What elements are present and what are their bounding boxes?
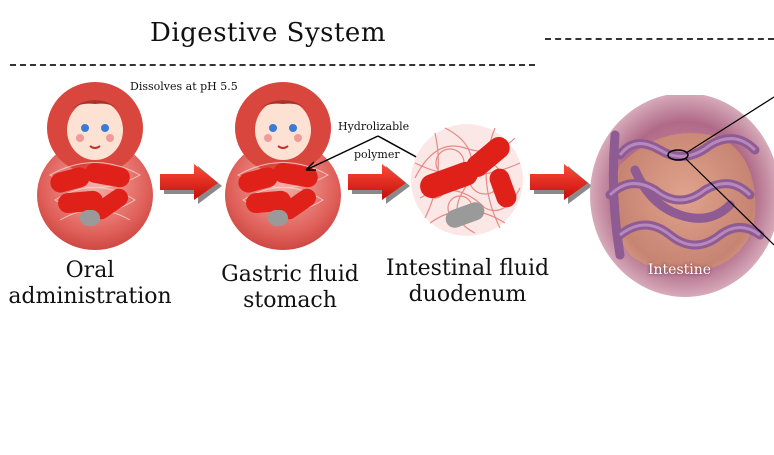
stage-label-line2: duodenum [408,282,527,307]
flow-arrow-3 [530,164,592,204]
diagram-title: Digestive System [150,18,386,48]
hydrolizable-label: Hydrolizable [338,120,410,133]
flow-arrow-1 [160,164,222,204]
right-underline [545,38,774,40]
stage-label-line1: Gastric fluid [221,262,359,287]
stage-label-line2: stomach [243,288,337,313]
dissolves-annotation: Dissolves at pH 5.5 [130,80,238,93]
stage-label-intestinal: Intestinal fluid duodenum [380,256,555,308]
stage-label-line2: administration [8,284,172,309]
intestine-illustration [590,95,774,297]
title-underline [10,64,535,66]
stage-label-line1: Oral [65,258,115,283]
stage-label-oral: Oral administration [0,258,180,310]
stage-label-line1: Intestinal fluid [385,256,550,281]
stage-label-gastric: Gastric fluid stomach [205,262,375,314]
intestine-label: Intestine [648,262,712,278]
flow-arrow-2 [348,164,410,204]
polymer-label: polymer [354,148,400,161]
polymer-network-capsules [411,124,523,236]
matryoshka-doll-oral [37,82,153,250]
